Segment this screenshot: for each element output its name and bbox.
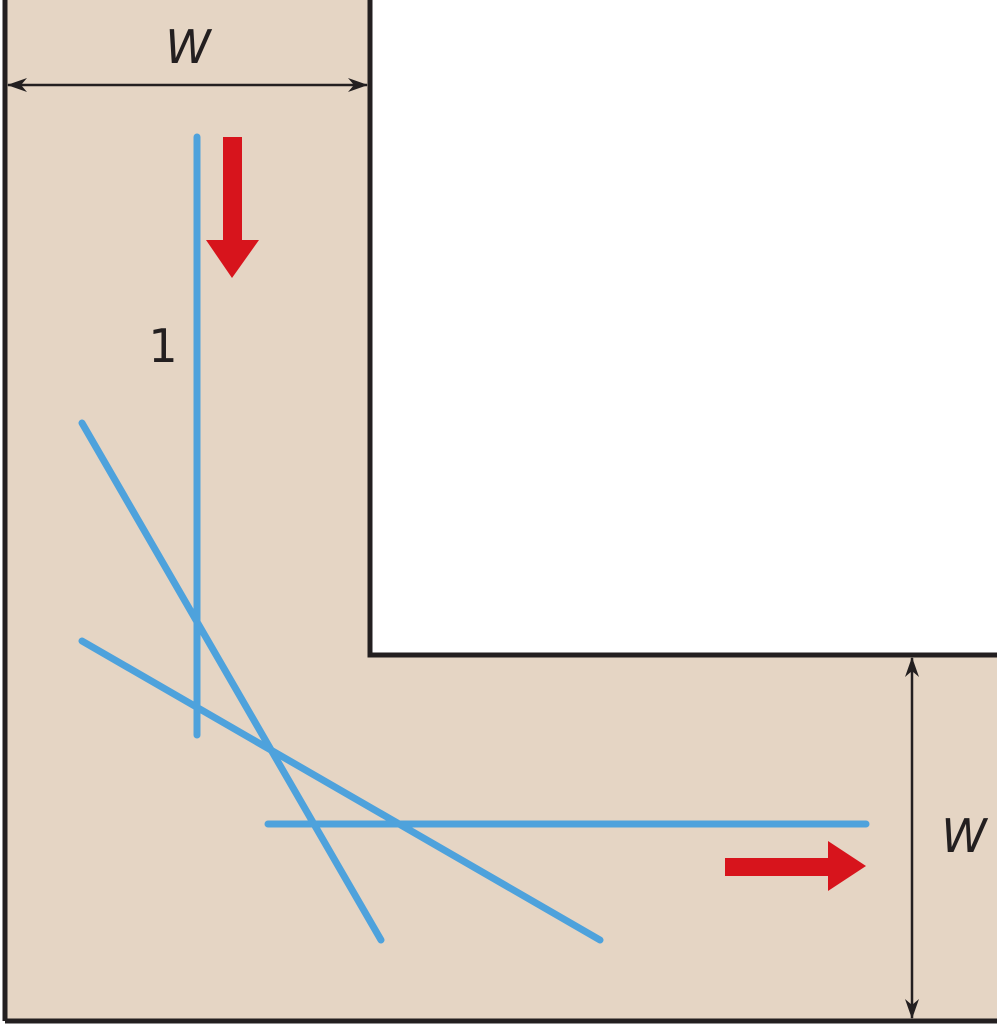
rod-position-3 xyxy=(78,637,604,944)
right-direction-arrow xyxy=(725,841,866,891)
rod-number-label: 1 xyxy=(148,319,177,373)
top-width-label: W xyxy=(165,20,212,74)
rod-positions xyxy=(78,133,870,944)
inner-corner-wall xyxy=(367,0,997,658)
corridor-area xyxy=(5,0,997,1021)
rod-position-2 xyxy=(78,419,385,944)
down-direction-arrow xyxy=(206,137,259,278)
right-width-label: W xyxy=(941,809,988,863)
